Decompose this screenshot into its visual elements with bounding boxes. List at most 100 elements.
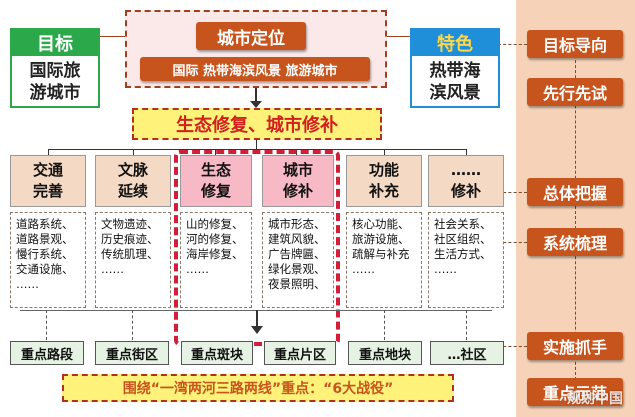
content-line: 建筑风貌、 <box>268 232 326 246</box>
goal-title: 目标 <box>12 30 98 56</box>
feature-box: 特色 热带海 滨风景 <box>410 28 500 108</box>
positioning-detail: 国际 热带海滨风景 旅游城市 <box>140 57 370 81</box>
content-line: 城市形态、 <box>268 217 326 231</box>
arrow-down-icon <box>251 326 263 334</box>
category-header-urban-repair: 城市 修补 <box>262 155 334 207</box>
highlight-frame <box>174 150 340 346</box>
category-content-other: 社会关系、 社区组织、 生活方式、 …… <box>428 212 504 308</box>
category-header-culture: 文脉 延续 <box>95 155 171 207</box>
category-content-function: 核心功能、 旅游设施、 疏解与补充 …… <box>346 212 422 308</box>
side-step-overall: 总体把握 <box>527 178 623 206</box>
bottom-item-street: 重点街区 <box>95 341 169 365</box>
connector-goal <box>100 36 125 37</box>
tree-branch <box>48 149 466 150</box>
bottom-banner: 围绕“一湾两河三路两线”重点：“6大战役” <box>122 381 394 397</box>
content-line: 文物遗迹、 <box>101 217 159 231</box>
bottom-item-patch: 重点斑块 <box>181 341 253 365</box>
content-line: 传统肌理、 <box>101 247 159 261</box>
content-line: 社会关系、 <box>434 217 492 231</box>
watermark: 规划中国 <box>567 391 623 407</box>
content-line: 夜景照明、 <box>268 277 326 291</box>
content-line: 河的修复、 <box>186 232 244 246</box>
arrow-goal <box>498 44 527 45</box>
content-line: 慢行系统、 <box>16 247 74 261</box>
branch-5 <box>384 149 385 155</box>
feature-line: 滨风景 <box>429 83 481 103</box>
side-step-pilot: 先行先试 <box>527 78 623 106</box>
content-line: …… <box>434 262 457 276</box>
feature-line: 热带海 <box>429 61 481 81</box>
category-content-ecology: 山的修复、 河的修复、 海岸修复、 …… <box>180 212 252 308</box>
goal-text: 国际旅 游城市 <box>12 58 98 106</box>
arrow-system <box>498 242 527 243</box>
bottom-item-community: …社区 <box>430 341 504 365</box>
goal-line: 国际旅 <box>29 61 81 81</box>
category-title-line: 修补 <box>450 182 481 200</box>
process-flow-line <box>575 40 576 385</box>
content-line: 历史痕迹、 <box>101 232 159 246</box>
content-line: 核心功能、 <box>352 217 410 231</box>
category-content-transport: 道路系统、 道路景观、 慢行系统、 交通设施、 …… <box>10 212 86 308</box>
content-line: …… <box>352 262 375 276</box>
bottom-item-area: 重点片区 <box>264 341 336 365</box>
category-content-urban-repair: 城市形态、 建筑风貌、 广告牌匾、 绿化景观、 夜景照明、 <box>262 212 334 308</box>
category-title-line: 修补 <box>282 182 313 200</box>
content-line: 旅游设施、 <box>352 232 410 246</box>
content-line: …… <box>186 262 209 276</box>
drop-2 <box>132 310 133 340</box>
category-title-line: 交通 <box>32 161 63 179</box>
tree-trunk <box>256 140 257 149</box>
feature-text: 热带海 滨风景 <box>412 58 498 106</box>
category-title-line: 文脉 <box>117 161 148 179</box>
category-title-line: 延续 <box>117 182 148 200</box>
branch-6 <box>466 149 467 155</box>
arrow-implement <box>498 346 527 347</box>
content-line: 绿化景观、 <box>268 262 326 276</box>
category-title-line: 生态 <box>200 161 231 179</box>
content-line: 海岸修复、 <box>186 247 244 261</box>
content-line: 道路系统、 <box>16 217 74 231</box>
drop-1 <box>46 310 47 340</box>
content-line: 山的修复、 <box>186 217 244 231</box>
category-title-line: 补充 <box>368 182 399 200</box>
bottom-banner-frame <box>62 374 454 402</box>
content-line: 社区组织、 <box>434 232 492 246</box>
content-line: 道路景观、 <box>16 232 74 246</box>
content-line: 交通设施、 <box>16 262 74 276</box>
feature-title: 特色 <box>412 30 498 56</box>
drop-5 <box>384 310 385 340</box>
content-line: 疏解与补充 <box>352 247 410 261</box>
arrow-overall <box>498 192 527 193</box>
content-line: 广告牌匾、 <box>268 247 326 261</box>
goal-box: 目标 国际旅 游城市 <box>10 28 100 108</box>
connector-feature <box>387 36 410 37</box>
core-banner-frame <box>132 108 382 140</box>
category-title-line: 完善 <box>32 182 63 200</box>
side-step-demo: 重点示范 <box>527 378 623 406</box>
category-header-function: 功能 补充 <box>346 155 422 207</box>
side-step-goal: 目标导向 <box>527 30 623 58</box>
category-title-line: 功能 <box>368 161 399 179</box>
side-step-implement: 实施抓手 <box>527 332 623 360</box>
bottom-item-road: 重点路段 <box>10 341 84 365</box>
branch-2 <box>133 149 134 155</box>
connector-down <box>255 88 257 104</box>
category-title-line: 城市 <box>282 161 313 179</box>
content-line: …… <box>16 277 39 291</box>
arrow-down-icon <box>250 101 262 108</box>
side-step-system: 系统梳理 <box>527 228 623 256</box>
goal-line: 游城市 <box>29 83 81 103</box>
category-header-other: …… 修补 <box>428 155 504 207</box>
category-header-ecology: 生态 修复 <box>180 155 252 207</box>
city-positioning-label: 城市定位 <box>196 22 306 50</box>
content-line: …… <box>101 262 124 276</box>
category-header-transport: 交通 完善 <box>10 155 86 207</box>
core-banner: 生态修复、城市修补 <box>176 115 338 136</box>
category-title-line: …… <box>451 161 481 179</box>
category-content-culture: 文物遗迹、 历史痕迹、 传统肌理、 …… <box>95 212 171 308</box>
content-line: 生活方式、 <box>434 247 492 261</box>
drop-6 <box>466 310 467 340</box>
center-drop <box>256 310 258 328</box>
category-title-line: 修复 <box>200 182 231 200</box>
